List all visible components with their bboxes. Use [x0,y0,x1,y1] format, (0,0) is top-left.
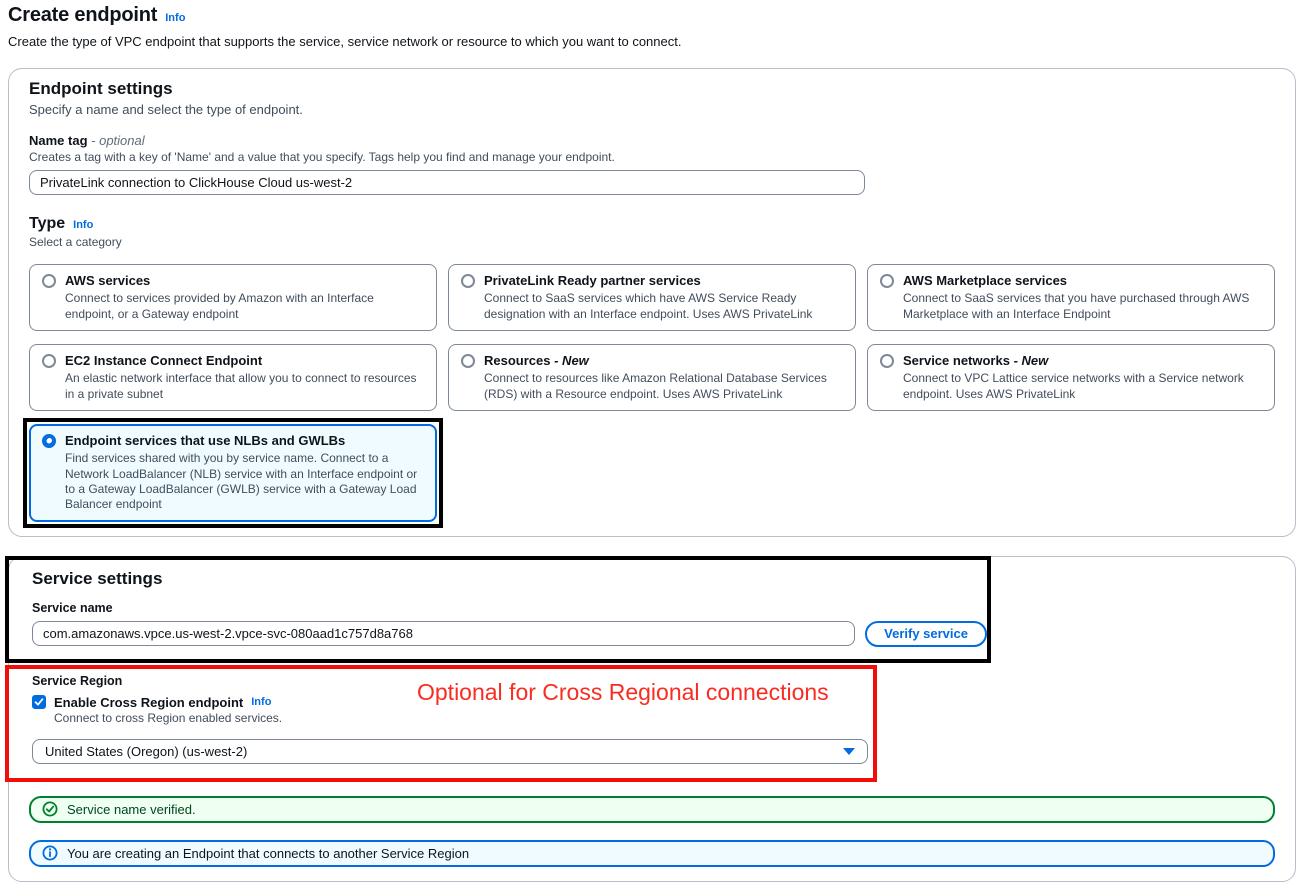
type-label: Type [29,215,66,232]
tile-title: Resources - New [484,352,589,368]
chevron-down-icon [843,747,855,755]
tile-title: AWS services [65,273,151,288]
type-info-link[interactable]: Info [73,219,94,231]
annotation-black-box-service-settings: Service settings Service name Verify ser… [5,555,991,663]
service-name-label: Service name [32,600,113,615]
radio-icon[interactable] [880,353,894,368]
radio-icon[interactable] [42,274,56,288]
tile-description: Find services shared with you by service… [65,451,418,512]
success-check-icon [42,801,58,817]
name-tag-optional-label: - optional [91,133,145,148]
page-title-info-link[interactable]: Info [165,12,186,24]
annotation-text-cross-regional: Optional for Cross Regional connections [417,678,829,705]
cross-region-info-alert: You are creating an Endpoint that connec… [29,839,1275,867]
tile-title: Endpoint services that use NLBs and GWLB… [65,432,346,448]
tile-title: PrivateLink Ready partner services [484,273,701,288]
tile-title: Service networks - New [903,352,1049,368]
tile-ec2-instance-connect-endpoint[interactable]: EC2 Instance Connect Endpoint An elastic… [29,343,437,411]
tile-title: EC2 Instance Connect Endpoint [65,352,263,368]
service-region-label: Service Region [32,673,123,688]
name-tag-hint: Creates a tag with a key of 'Name' and a… [29,150,615,164]
cross-region-hint: Connect to cross Region enabled services… [54,710,283,725]
tile-privatelink-ready-partner-services[interactable]: PrivateLink Ready partner services Conne… [448,264,856,331]
tile-description: Connect to SaaS services that you have p… [903,291,1250,321]
service-name-input[interactable] [32,621,856,647]
checkmark-icon [34,698,44,706]
info-alert-text: You are creating an Endpoint that connec… [67,845,470,861]
tile-description: Connect to resources like Amazon Relatio… [484,371,827,401]
endpoint-settings-heading: Endpoint settings [29,79,173,98]
endpoint-settings-description: Specify a name and select the type of en… [29,102,303,117]
cross-region-info-link[interactable]: Info [251,696,272,709]
radio-icon[interactable] [880,274,894,288]
tile-description: An elastic network interface that allow … [65,371,417,401]
service-settings-heading: Service settings [32,568,163,588]
tile-description: Connect to SaaS services which have AWS … [484,291,813,321]
annotation-black-box-selected-tile: Endpoint services that use NLBs and GWLB… [23,417,443,528]
tile-new-badge: - New [1013,352,1049,368]
tile-resources[interactable]: Resources - New Connect to resources lik… [448,343,856,411]
cross-region-checkbox-label[interactable]: Enable Cross Region endpoint [54,694,244,710]
tile-title: AWS Marketplace services [903,273,1068,288]
tile-description: Connect to VPC Lattice service networks … [903,371,1244,401]
tile-aws-services[interactable]: AWS services Connect to services provide… [29,264,437,331]
tile-new-badge: - New [554,352,589,368]
cross-region-checkbox[interactable] [32,695,46,710]
service-region-selected-value: United States (Oregon) (us-west-2) [45,743,248,759]
radio-selected-icon[interactable] [42,433,56,448]
info-circle-icon [42,845,58,861]
tile-aws-marketplace-services[interactable]: AWS Marketplace services Connect to SaaS… [867,264,1275,331]
page-header: Create endpoint Info Create the type of … [8,4,1296,49]
verify-service-button[interactable]: Verify service [865,620,987,647]
radio-icon[interactable] [461,274,475,288]
service-verified-alert: Service name verified. [29,795,1275,823]
tile-endpoint-services-nlb-gwlb[interactable]: Endpoint services that use NLBs and GWLB… [29,423,437,522]
page-description: Create the type of VPC endpoint that sup… [8,34,682,49]
tile-description: Connect to services provided by Amazon w… [65,291,374,321]
type-options-grid: AWS services Connect to services provide… [23,264,1275,528]
success-alert-text: Service name verified. [67,801,196,817]
tile-service-networks[interactable]: Service networks - New Connect to VPC La… [867,343,1275,411]
name-tag-label: Name tag - optional [29,133,145,148]
name-tag-field: Name tag - optional Creates a tag with a… [29,133,1275,195]
type-section: Type Info Select a category AWS services… [23,215,1275,528]
type-hint: Select a category [29,235,122,249]
name-tag-input[interactable] [29,170,865,195]
radio-icon[interactable] [42,353,56,368]
radio-icon[interactable] [461,353,475,368]
service-region-select[interactable]: United States (Oregon) (us-west-2) [32,738,868,764]
annotation-red-box-service-region: Service Region Enable Cross Region endpo… [5,664,877,782]
service-settings-panel: Service settings Service name Verify ser… [5,555,1296,882]
endpoint-settings-panel: Endpoint settings Specify a name and sel… [8,68,1296,537]
page-title: Create endpoint [8,4,158,26]
